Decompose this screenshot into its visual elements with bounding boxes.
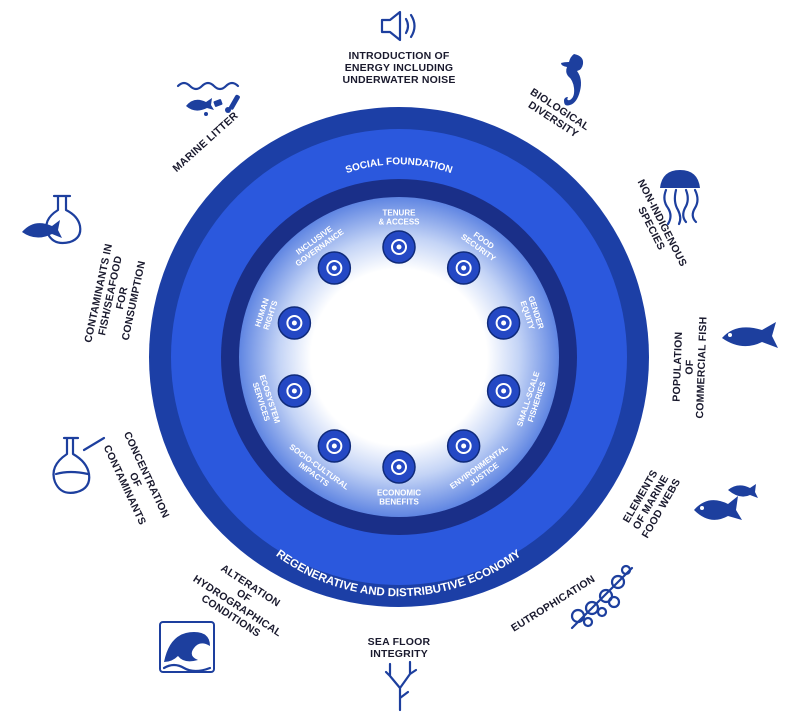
map-icon [382, 230, 416, 264]
outer-item-label: POPULATIONOFCOMMERCIAL FISH [670, 316, 710, 419]
litter-icon [176, 81, 240, 116]
outer-item-label: NON-INDIGENOUSSPECIES [624, 178, 689, 275]
inner-discs [277, 230, 521, 484]
fish-flask-icon [22, 194, 82, 245]
outer-item-label: MARINE LITTER [171, 110, 241, 175]
wave-icon [159, 621, 215, 673]
algae-icon [570, 564, 634, 630]
fish-plate-icon [446, 251, 481, 285]
outer-item-label: CONTAMINANTS INFISH/SEAFOODFORCONSUMPTIO… [82, 243, 150, 352]
outer-item-label: BIOLOGICALDIVERSITY [521, 86, 591, 143]
dollar-icon [382, 450, 416, 484]
seahorse-icon [561, 54, 584, 106]
network-icon [317, 429, 352, 463]
flask-icon [52, 436, 106, 494]
cycle-icon [277, 374, 312, 408]
fish-icon [722, 322, 778, 348]
inner-item-label: TENURE& ACCESS [378, 209, 420, 227]
outer-item-label: ELEMENTSOF MARINEFOOD WEBS [619, 465, 683, 541]
jellyfish-icon [660, 170, 700, 226]
factory-icon [446, 429, 481, 463]
food-web-fish-icon [694, 484, 758, 520]
coral-icon [384, 660, 418, 712]
gender-icon [486, 306, 521, 340]
fisher-icon [486, 374, 521, 408]
speaker-icon [380, 10, 416, 42]
hands-icon [277, 306, 312, 340]
outer-item-label: CONCENTRATIONOFCONTAMINANTS [99, 430, 171, 530]
group-icon [317, 251, 352, 285]
inner-glow-disc [239, 197, 559, 517]
